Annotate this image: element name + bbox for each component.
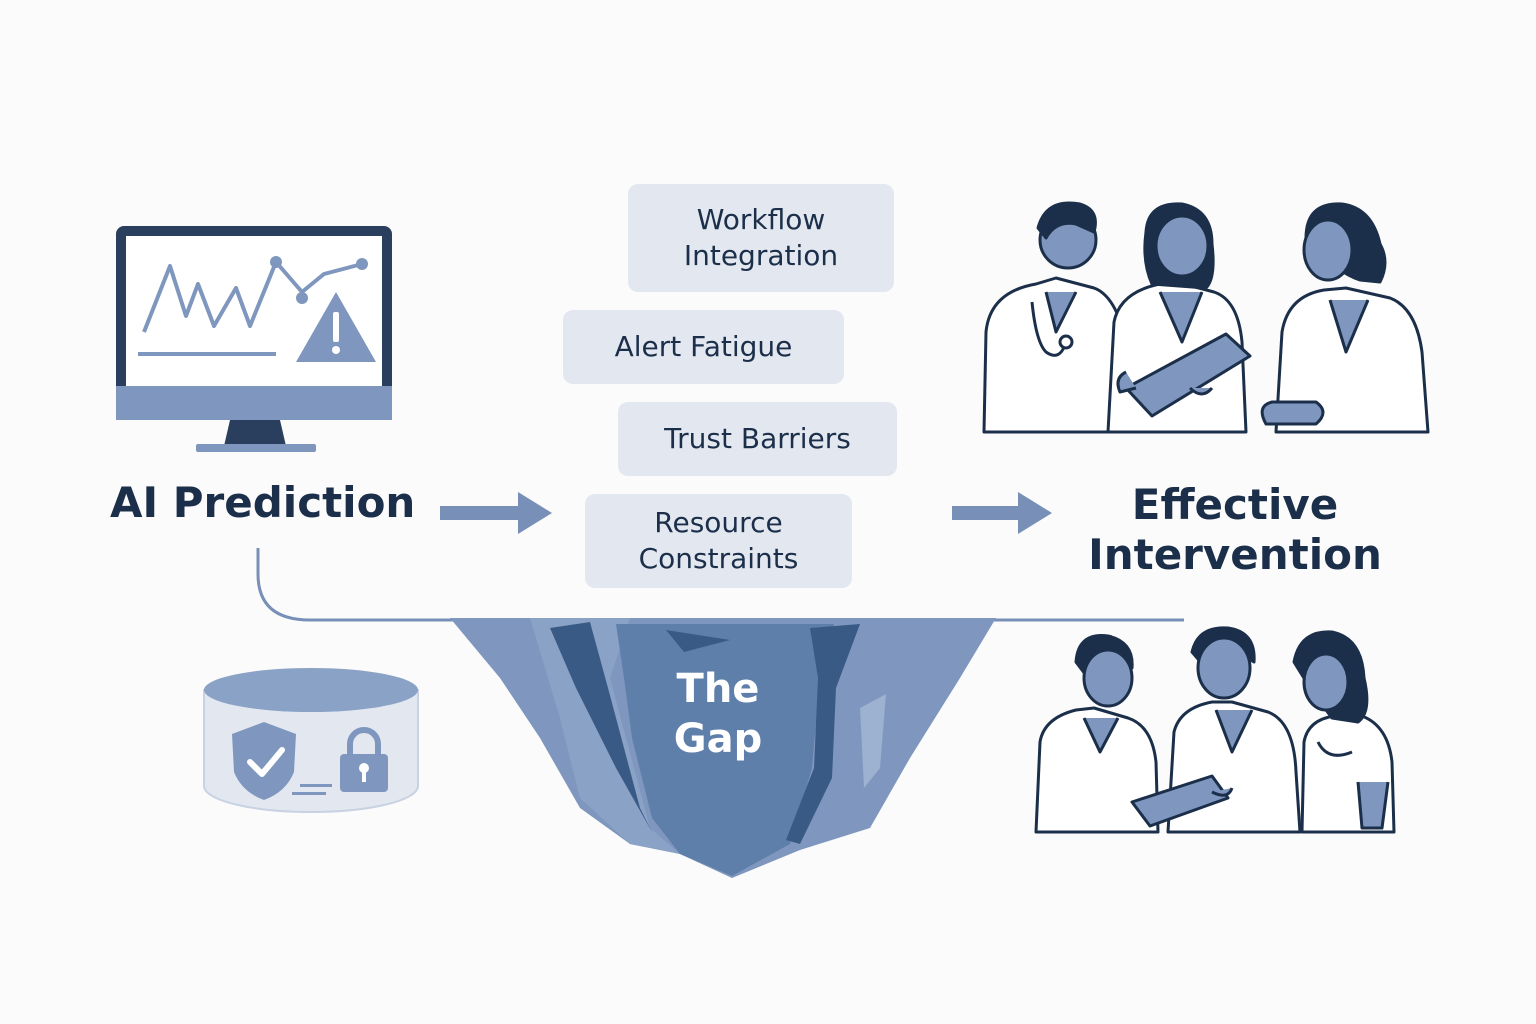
clinicians-group-icon <box>1034 626 1396 834</box>
barrier-label: Alert Fatigue <box>614 330 793 363</box>
barrier-label: Resource Constraints <box>638 506 799 575</box>
chasm-illustration <box>450 618 996 878</box>
shield-check-icon <box>232 722 296 800</box>
barrier-label: Workflow Integration <box>683 203 839 272</box>
connector-line <box>256 548 1184 622</box>
barrier-box-resource: Resource Constraints <box>585 494 852 588</box>
effective-intervention-label-line2: Intervention <box>1088 530 1382 579</box>
ai-prediction-label: AI Prediction <box>110 478 416 527</box>
arrow-right-icon <box>440 492 552 534</box>
barrier-label: Trust Barriers <box>664 422 851 455</box>
monitor-chart-icon <box>116 226 392 452</box>
clinicians-group-icon <box>982 201 1430 434</box>
database-icon <box>203 668 419 813</box>
effective-intervention-label-line1: Effective <box>1131 480 1339 529</box>
barrier-box-alert-fatigue: Alert Fatigue <box>563 310 844 384</box>
barrier-box-trust: Trust Barriers <box>618 402 897 476</box>
arrow-right-icon <box>952 492 1052 534</box>
gap-title-line2: Gap <box>673 716 763 762</box>
barrier-box-workflow: Workflow Integration <box>628 184 894 292</box>
gap-title-line1: The <box>676 666 760 712</box>
